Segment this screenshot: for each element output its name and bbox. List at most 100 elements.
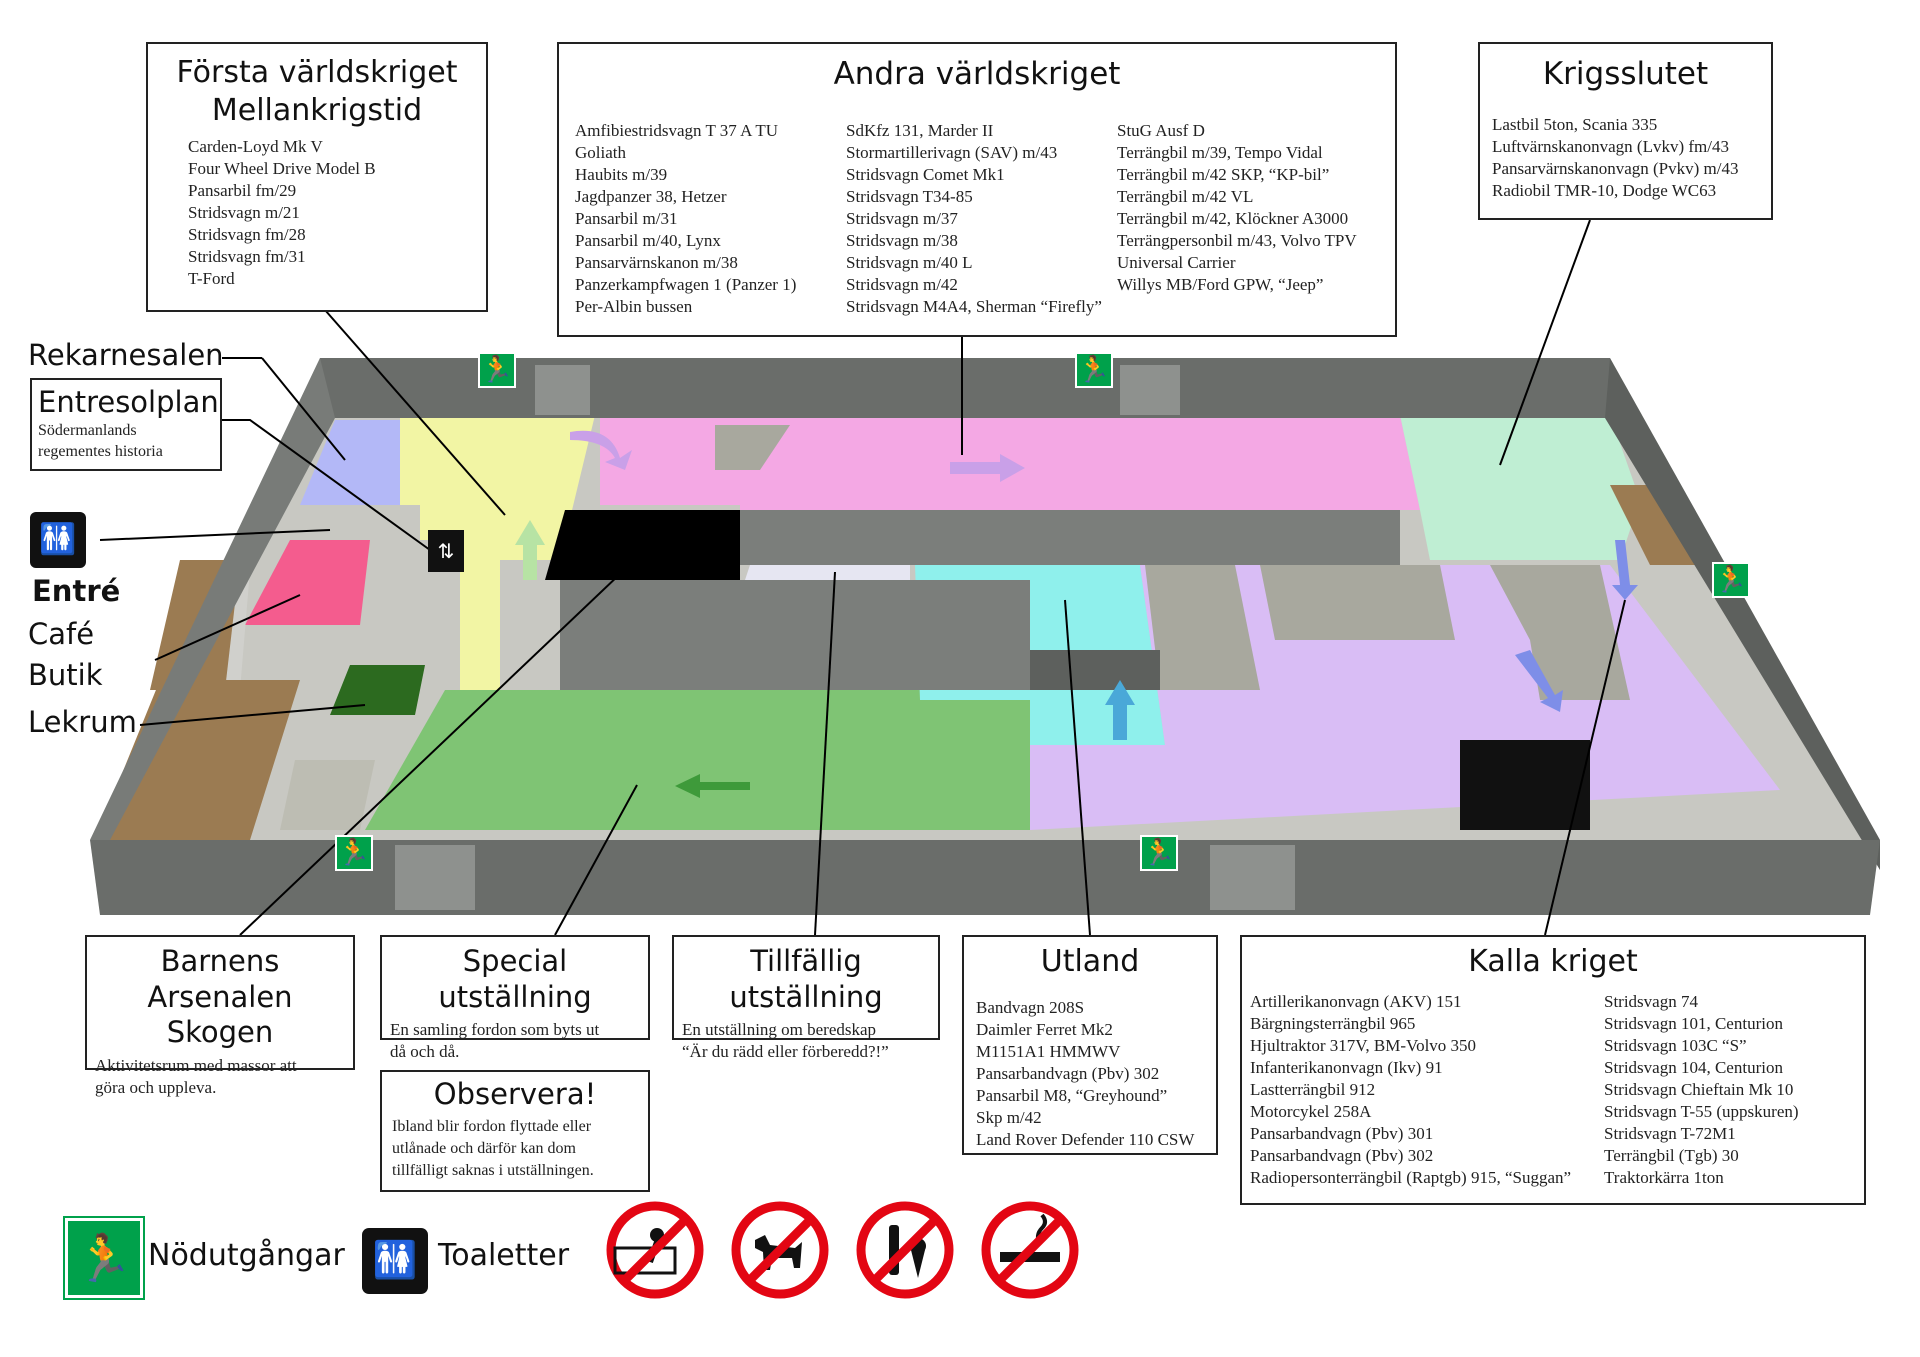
exit-sign-icon: 🏃 (335, 835, 373, 871)
leader-krigsslutet (1499, 219, 1591, 466)
leader-barnens (239, 554, 641, 936)
title-utland: Utland (1040, 944, 1140, 979)
arrow-left-green (675, 774, 750, 798)
list-item: Bärgningsterrängbil 965 (1250, 1014, 1416, 1033)
list-kalla-col1: Artillerikanonvagn (AKV) 151 Bärgningste… (1250, 991, 1571, 1189)
list-item: Carden-Loyd Mk V (188, 137, 323, 156)
zone-tillfallig (745, 565, 910, 580)
list-item: Stridsvagn m/42 (846, 275, 958, 294)
list-item: Pansarbandvagn (Pbv) 301 (1250, 1124, 1434, 1143)
box-krigsslutet: Krigsslutet Lastbil 5ton, Scania 335 Luf… (1478, 42, 1773, 220)
leader-kalla (1544, 599, 1626, 936)
desc-entresolplan: Södermanlands regementes historia (38, 420, 220, 462)
zone-special (365, 690, 1030, 830)
legend-exits: Nödutgångar (148, 1238, 345, 1273)
list-item: Bandvagn 208S (976, 998, 1085, 1017)
title-entresolplan: Entresolplan (38, 385, 219, 419)
list-item: Terrängbil m/39, Tempo Vidal (1117, 143, 1323, 162)
title-krigsslutet: Krigsslutet (1542, 56, 1709, 92)
list-item: Willys MB/Ford GPW, “Jeep” (1117, 275, 1324, 294)
list-item: Terrängbil m/42 VL (1117, 187, 1254, 206)
list-item: Stridsvagn Comet Mk1 (846, 165, 1005, 184)
no-food-drink-icon (856, 1201, 954, 1299)
desc-line: göra och uppleva. (95, 1078, 217, 1097)
list-item: Stridsvagn m/37 (846, 209, 958, 228)
desc-line: Ibland blir fordon flyttade eller (392, 1118, 592, 1135)
list-item: Terrängbil m/42, Klöckner A3000 (1117, 209, 1349, 228)
desc-tillfallig: En utställning om beredskap “Är du rädd … (682, 1019, 938, 1063)
list-item: StuG Ausf D (1117, 121, 1205, 140)
list-utland: Bandvagn 208S Daimler Ferret Mk2 M1151A1… (976, 997, 1216, 1151)
platform-1 (1260, 565, 1455, 640)
label-lekrum: Lekrum (28, 705, 137, 739)
desc-line: Aktivitetsrum med massor att (95, 1056, 297, 1075)
list-item: Panzerkampfwagen 1 (Panzer 1) (575, 275, 797, 294)
list-item: Pansarvärnskanonvagn (Pvkv) m/43 (1492, 159, 1739, 178)
box-andra-varldskriget: Andra världskriget Amfibiestridsvagn T 3… (557, 42, 1397, 337)
title-kalla-kriget: Kalla kriget (1468, 944, 1638, 979)
zone-lekrum (330, 665, 425, 715)
arrow-down-kalla (1612, 540, 1638, 600)
list-andra-col3: StuG Ausf D Terrängbil m/39, Tempo Vidal… (1117, 120, 1357, 296)
zone-barnens-arsenalen (545, 510, 740, 580)
box-barnens-arsenalen: Barnens Arsenalen Skogen Aktivitetsrum m… (85, 935, 355, 1097)
list-item: Stridsvagn fm/28 (188, 225, 306, 244)
list-item: Lastterrängbil 912 (1250, 1080, 1376, 1099)
list-kalla-col2: Stridsvagn 74 Stridsvagn 101, Centurion … (1604, 991, 1799, 1189)
desc-barnens: Aktivitetsrum med massor att göra och up… (95, 1055, 353, 1099)
door-3 (395, 845, 475, 910)
list-item: Artillerikanonvagn (AKV) 151 (1250, 992, 1462, 1011)
list-item: SdKfz 131, Marder II (846, 121, 994, 140)
list-item: Stridsvagn T-55 (uppskuren) (1604, 1102, 1799, 1121)
list-item: Stridsvagn m/40 L (846, 253, 973, 272)
list-item: Stridsvagn 103C “S” (1604, 1036, 1747, 1055)
zone-rekarnesalen (300, 420, 400, 505)
list-item: Hjultraktor 317V, BM-Volvo 350 (1250, 1036, 1477, 1055)
list-item: Four Wheel Drive Model B (188, 159, 376, 178)
list-item: Jagdpanzer 38, Hetzer (575, 187, 727, 206)
list-item: Pansarbandvagn (Pbv) 302 (1250, 1146, 1434, 1165)
no-smoking-icon (981, 1201, 1079, 1299)
wall-back (320, 358, 1610, 418)
desc-line: då och då. (390, 1042, 460, 1061)
list-item: Terrängbil (Tgb) 30 (1604, 1146, 1739, 1165)
wall-right (1605, 358, 1880, 870)
list-item: Goliath (575, 143, 626, 162)
leader-special (554, 784, 638, 936)
list-item: Stridsvagn 74 (1604, 992, 1698, 1011)
list-item: Stormartillerivagn (SAV) m/43 (846, 143, 1058, 162)
title-tillfallig: Tillfällig utställning (729, 944, 883, 1014)
leader-toilets (99, 529, 331, 541)
toilet-icon: 🚻 (362, 1228, 428, 1294)
list-item: Radiopersonterrängbil (Raptgb) 915, “Sug… (1250, 1168, 1572, 1187)
legend-toilets: Toaletter (438, 1238, 570, 1273)
no-dogs-icon (731, 1201, 829, 1299)
label-rekarnesalen: Rekarnesalen (28, 338, 224, 372)
list-item: Motorcykel 258A (1250, 1102, 1372, 1121)
box-special: Special utställning En samling fordon so… (380, 935, 650, 1061)
label-cafe: Café (28, 617, 95, 651)
leader-rekarnesalen-2 (261, 357, 346, 461)
wood-deck-bottom (95, 680, 300, 840)
list-item: Stridsvagn m/21 (188, 203, 300, 222)
platform-3 (1145, 565, 1260, 690)
platform-2 (1490, 565, 1630, 700)
list-item: T-Ford (188, 269, 235, 288)
door-1 (535, 365, 590, 415)
list-item: Stridsvagn Chieftain Mk 10 (1604, 1080, 1794, 1099)
list-item: Pansarbil M8, “Greyhound” (976, 1086, 1168, 1105)
title-mellankrigstid: Mellankrigstid (211, 93, 423, 128)
exit-sign-icon: 🏃 (1140, 835, 1178, 871)
title-forsta-varldskriget: Första världskriget (176, 55, 458, 90)
list-forsta: Carden-Loyd Mk V Four Wheel Drive Model … (188, 136, 486, 290)
desc-line: Södermanlands (38, 422, 137, 439)
desc-observera: Ibland blir fordon flyttade eller utlåna… (392, 1116, 648, 1182)
desc-special: En samling fordon som byts ut då och då. (390, 1019, 648, 1063)
box-forsta-varldskriget: Första världskriget Mellankrigstid Carde… (146, 42, 488, 312)
leader-forsta (324, 309, 506, 516)
desc-line: En utställning om beredskap (682, 1020, 877, 1039)
zone-entre (245, 540, 370, 625)
list-andra-col2: SdKfz 131, Marder II Stormartillerivagn … (846, 120, 1102, 318)
leader-lekrum (139, 704, 366, 726)
